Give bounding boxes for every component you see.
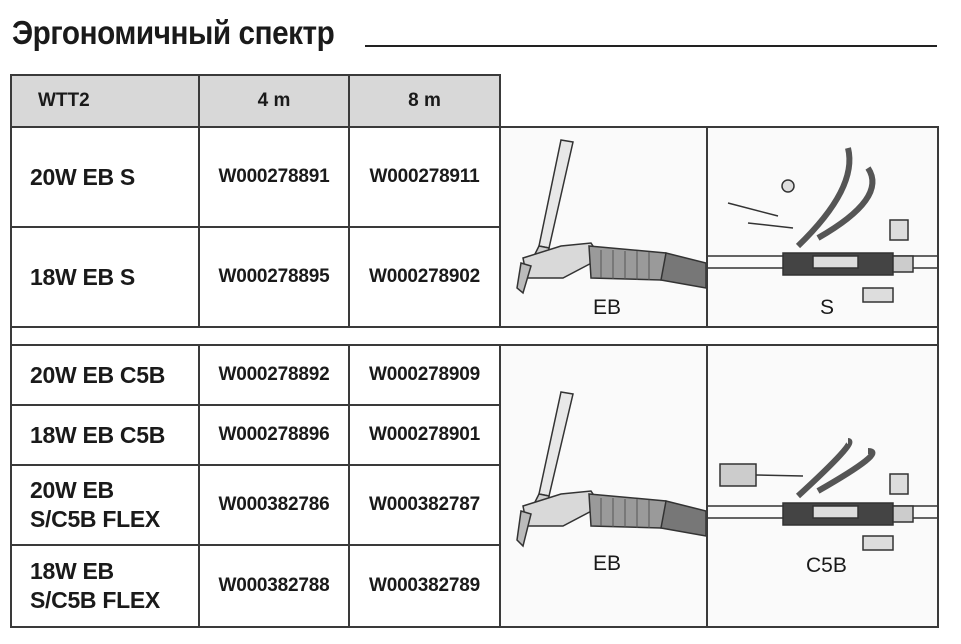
page-title: Эргономичный спектр [12,14,335,51]
table-row-name-multiline: 20W EB S/C5B FLEX [10,464,200,546]
table-row-name: 18W EB S [10,226,200,328]
plug-s-caption: S [820,296,835,319]
table-row-code-4m: W000278895 [198,226,350,328]
header-8m-label: 8 m [408,90,441,111]
table-row-code-8m: W000278901 [348,404,501,466]
table-row-code-8m: W000278902 [348,226,501,328]
torch-eb-illustration [516,139,706,295]
table-row-code-4m: W000278892 [198,344,350,406]
table-row-code-4m: W000382786 [198,464,350,546]
table-row-code-8m: W000382787 [348,464,501,546]
table-row-name: 20W EB S [10,126,200,228]
table-row-name-multiline: 18W EB S/C5B FLEX [10,544,200,628]
table-row-code-8m: W000278911 [348,126,501,228]
table-row-name: 18W EB C5B [10,404,200,466]
group-separator [10,326,939,346]
table-row-code-8m: W000278909 [348,344,501,406]
plug-s-illustration [708,147,937,303]
plug-c5b-illustration [708,438,937,551]
table-row-code-4m: W000278891 [198,126,350,228]
table-row-name-line2: S/C5B FLEX [30,506,160,532]
torch-eb-caption: EB [593,552,622,575]
header-8m-cell: 8 m [348,74,501,128]
table-row-name-line1: 20W EB [30,477,114,503]
header-model-label: WTT2 [38,90,90,111]
table-row-code-4m: W000278896 [198,404,350,466]
header-4m-label: 4 m [257,90,291,111]
table-row-name: 20W EB C5B [10,344,200,406]
torch-eb-image-cell: EB [499,126,708,328]
table-row-name-line2: S/C5B FLEX [30,587,160,613]
table-row-code-4m: W000382788 [198,544,350,628]
plug-c5b-image-cell: C5B [706,344,939,628]
plug-c5b-caption: C5B [806,554,847,577]
table-row-code-8m: W000382789 [348,544,501,628]
torch-eb-caption: EB [593,296,622,319]
table-row-name-line1: 18W EB [30,558,114,584]
title-underline [365,45,937,47]
plug-s-image-cell: S [706,126,939,328]
torch-eb-image-cell: EB [499,344,708,628]
header-4m-cell: 4 m [198,74,350,128]
torch-eb-illustration [516,391,706,548]
header-model-cell: WTT2 [10,74,200,128]
